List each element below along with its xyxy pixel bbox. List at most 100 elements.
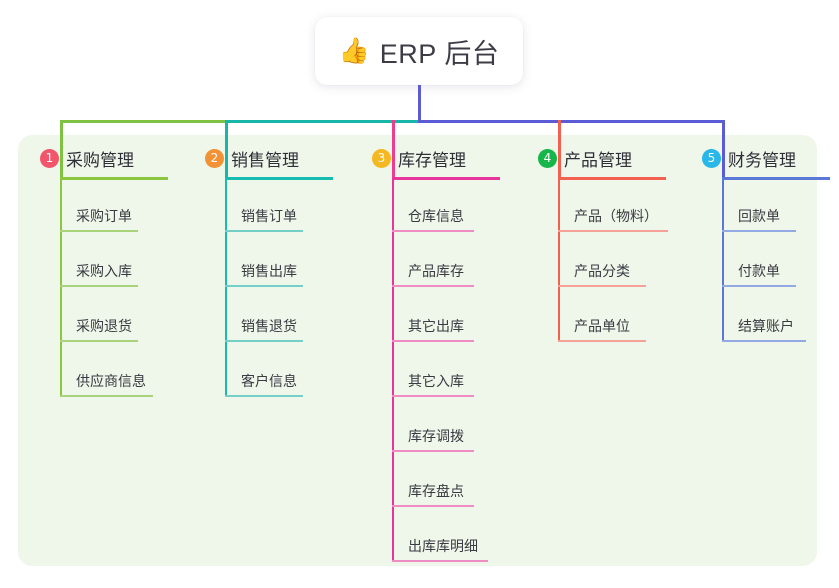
root-node-label: ERP 后台 — [379, 38, 500, 69]
leaf-item-label: 付款单 — [738, 263, 780, 279]
leaf-item[interactable]: 库存盘点 — [392, 465, 474, 507]
category-badge-2: 2 — [205, 148, 224, 168]
leaf-item-label: 采购订单 — [76, 208, 132, 224]
leaf-item-label: 销售退货 — [241, 318, 297, 334]
leaf-item[interactable]: 其它入库 — [392, 355, 474, 397]
leaf-item[interactable]: 销售出库 — [225, 245, 303, 287]
leaf-item-rule — [392, 505, 474, 507]
leaf-item-label: 产品分类 — [574, 263, 630, 279]
leaf-item[interactable]: 客户信息 — [225, 355, 303, 397]
category-rail-4 — [558, 180, 560, 342]
bus-segment-teal — [225, 120, 420, 123]
leaf-item-label: 产品库存 — [408, 263, 464, 279]
category-label-1: 采购管理 — [66, 150, 134, 170]
leaf-item[interactable]: 回款单 — [722, 190, 796, 232]
leaf-item-rule — [722, 285, 796, 287]
leaf-item-label: 其它入库 — [408, 373, 464, 389]
category-rail-2 — [225, 180, 227, 397]
bus-segment-green — [60, 120, 227, 123]
category-label-3: 库存管理 — [398, 150, 466, 170]
leaf-item-rule — [60, 285, 138, 287]
diagram-panel — [18, 135, 817, 566]
category-header-3[interactable]: 3 库存管理 — [372, 146, 466, 170]
leaf-item-rule — [392, 340, 474, 342]
leaf-item-rule — [392, 560, 488, 562]
drop-stem-5 — [722, 120, 725, 177]
leaf-item-label: 仓库信息 — [408, 208, 464, 224]
leaf-item-label: 产品（物料） — [574, 208, 658, 224]
leaf-item[interactable]: 产品单位 — [558, 300, 646, 342]
category-column-2: 2 销售管理销售订单销售出库销售退货客户信息 — [205, 146, 333, 397]
leaf-item-rule — [225, 395, 303, 397]
leaf-item[interactable]: 库存调拨 — [392, 410, 474, 452]
leaf-item[interactable]: 采购订单 — [60, 190, 138, 232]
category-column-3: 3 库存管理仓库信息产品库存其它出库其它入库库存调拨库存盘点出库库明细 — [372, 146, 500, 562]
leaf-item[interactable]: 产品库存 — [392, 245, 474, 287]
category-rule-3 — [392, 177, 500, 180]
leaf-item[interactable]: 采购入库 — [60, 245, 138, 287]
category-header-5[interactable]: 5 财务管理 — [702, 146, 796, 170]
root-node[interactable]: 👍 ERP 后台 — [315, 17, 523, 85]
category-label-5: 财务管理 — [728, 150, 796, 170]
category-badge-5: 5 — [702, 148, 721, 168]
leaf-item[interactable]: 销售退货 — [225, 300, 303, 342]
leaf-item-rule — [722, 340, 806, 342]
bus-segment-indigo — [418, 120, 724, 123]
category-header-2[interactable]: 2 销售管理 — [205, 146, 299, 170]
category-badge-4: 4 — [538, 148, 557, 168]
leaf-item-rule — [392, 395, 474, 397]
category-column-5: 5 财务管理回款单付款单结算账户 — [702, 146, 830, 342]
leaf-item-rule — [60, 230, 138, 232]
leaf-item-rule — [225, 285, 303, 287]
drop-stem-1 — [60, 120, 63, 177]
category-rule-1 — [60, 177, 168, 180]
leaf-item-rule — [558, 230, 668, 232]
leaf-item-rule — [225, 340, 303, 342]
category-rail-3 — [392, 180, 394, 562]
category-header-4[interactable]: 4 产品管理 — [538, 146, 632, 170]
category-badge-1: 1 — [40, 148, 59, 168]
leaf-item-label: 结算账户 — [738, 318, 794, 334]
leaf-item[interactable]: 销售订单 — [225, 190, 303, 232]
leaf-item-label: 回款单 — [738, 208, 780, 224]
leaf-item-label: 供应商信息 — [76, 373, 146, 389]
root-stem — [418, 85, 421, 123]
drop-stem-3 — [392, 120, 395, 177]
category-column-4: 4 产品管理产品（物料） 产品分类产品单位 — [538, 146, 668, 342]
leaf-item-label: 采购入库 — [76, 263, 132, 279]
drop-stem-4 — [558, 120, 561, 177]
category-rail-5 — [722, 180, 724, 342]
leaf-item-rule — [60, 340, 138, 342]
leaf-item-label: 销售出库 — [241, 263, 297, 279]
leaf-item[interactable]: 产品分类 — [558, 245, 646, 287]
leaf-item-rule — [722, 230, 796, 232]
leaf-item[interactable]: 结算账户 — [722, 300, 806, 342]
category-badge-3: 3 — [372, 148, 391, 168]
drop-stem-2 — [225, 120, 228, 177]
category-column-1: 1 采购管理采购订单采购入库采购退货供应商信息 — [40, 146, 168, 397]
leaf-item-label: 采购退货 — [76, 318, 132, 334]
leaf-item-rule — [392, 230, 474, 232]
leaf-item-label: 销售订单 — [241, 208, 297, 224]
leaf-item-rule — [60, 395, 153, 397]
leaf-item[interactable]: 仓库信息 — [392, 190, 474, 232]
leaf-item[interactable]: 付款单 — [722, 245, 796, 287]
leaf-item[interactable]: 采购退货 — [60, 300, 138, 342]
category-label-2: 销售管理 — [231, 150, 299, 170]
category-rule-5 — [722, 177, 830, 180]
leaf-item-label: 客户信息 — [241, 373, 297, 389]
leaf-item[interactable]: 供应商信息 — [60, 355, 153, 397]
leaf-item-rule — [392, 285, 474, 287]
leaf-item-rule — [558, 285, 646, 287]
category-rail-1 — [60, 180, 62, 397]
leaf-item-rule — [225, 230, 303, 232]
category-rule-4 — [558, 177, 666, 180]
category-label-4: 产品管理 — [564, 150, 632, 170]
leaf-item-rule — [392, 450, 474, 452]
leaf-item[interactable]: 其它出库 — [392, 300, 474, 342]
leaf-item[interactable]: 产品（物料） — [558, 190, 668, 232]
leaf-item[interactable]: 出库库明细 — [392, 520, 488, 562]
category-header-1[interactable]: 1 采购管理 — [40, 146, 134, 170]
leaf-item-label: 出库库明细 — [408, 538, 478, 554]
